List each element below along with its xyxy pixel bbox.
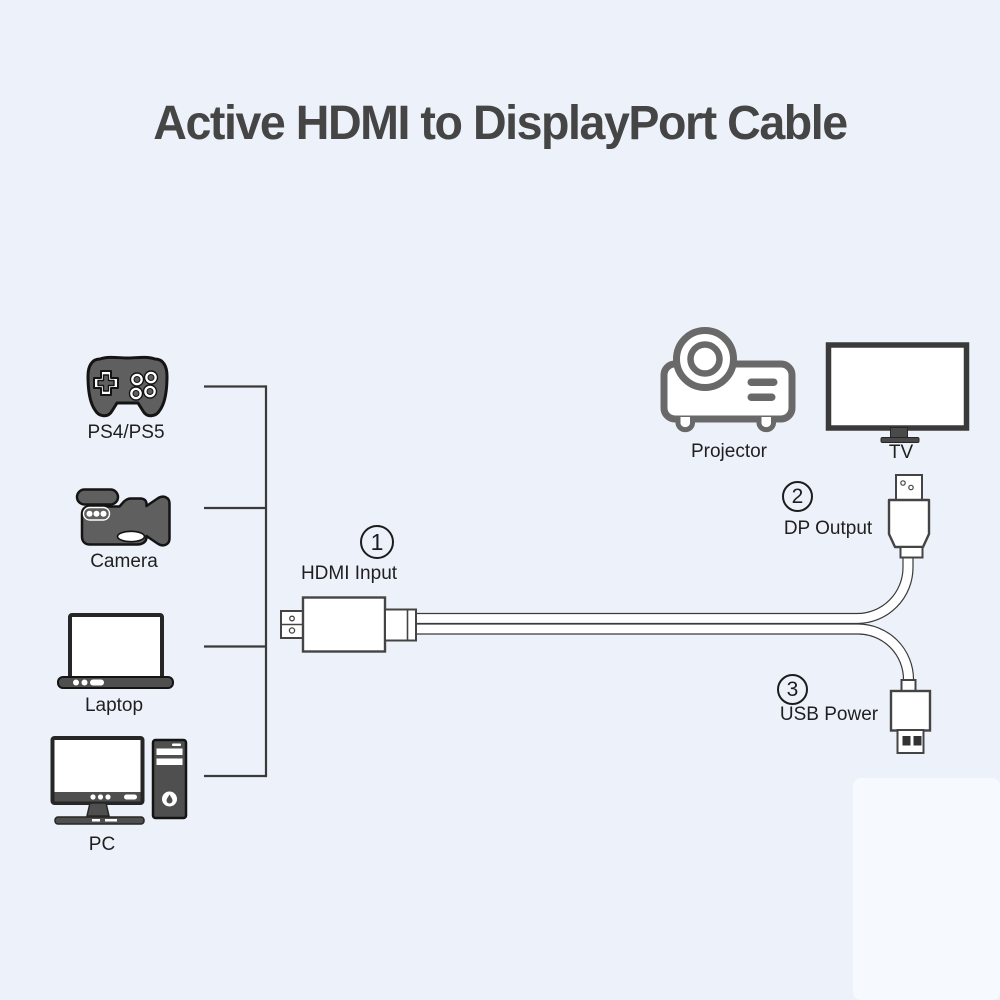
cable-lower	[417, 623, 915, 682]
split-cable	[417, 556, 915, 682]
callout-number-2: 2	[782, 481, 813, 512]
projector-icon	[660, 327, 796, 433]
label-hdmi-input: HDMI Input	[300, 563, 398, 584]
watermark-box	[853, 778, 1000, 1000]
gamepad-icon	[86, 355, 169, 418]
label-pc: PC	[88, 834, 116, 855]
label-ps4-ps5: PS4/PS5	[87, 422, 165, 443]
desktop-pc-icon	[50, 736, 188, 825]
label-laptop: Laptop	[84, 695, 144, 716]
hdmi-connector-icon	[280, 596, 417, 653]
dp-connector-icon	[887, 474, 931, 559]
laptop-icon	[57, 613, 174, 689]
bracket-lines-icon	[204, 385, 268, 778]
label-dp-output: DP Output	[783, 518, 873, 539]
callout-number-1: 1	[360, 525, 394, 559]
page-title: Active HDMI to DisplayPort Cable	[153, 97, 848, 150]
cable-upper	[417, 556, 914, 625]
tv-icon	[825, 342, 970, 443]
label-projector: Projector	[690, 441, 768, 462]
label-tv: TV	[888, 442, 914, 463]
label-camera: Camera	[90, 551, 158, 572]
video-camera-icon	[75, 488, 171, 547]
usb-connector-icon	[889, 679, 932, 754]
callout-number-3: 3	[777, 674, 808, 705]
label-usb-power: USB Power	[779, 704, 879, 725]
